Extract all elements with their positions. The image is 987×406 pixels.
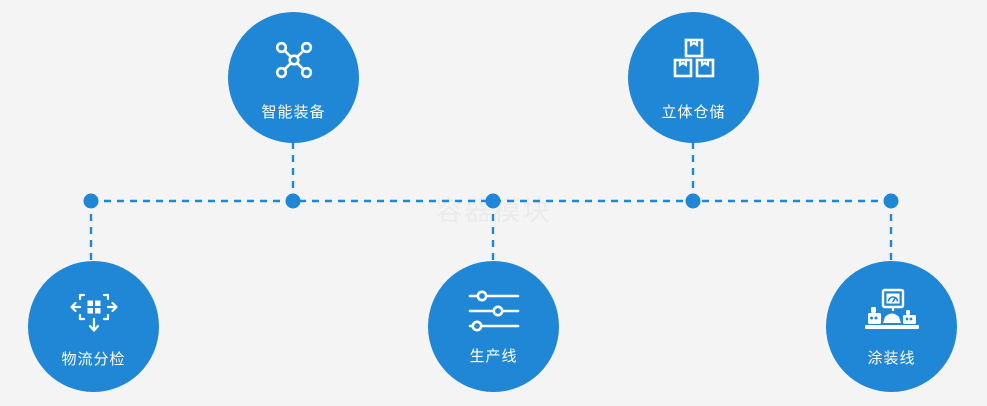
paint-machine-icon	[863, 287, 921, 335]
node-wuliu-fenjian[interactable]: 物流分检	[28, 261, 159, 392]
node-label-zhineng-zhuangbei: 智能装备	[261, 104, 326, 121]
node-zhineng-zhuangbei[interactable]: 智能装备	[228, 12, 359, 143]
junction-liti-cangchu[interactable]	[685, 193, 701, 209]
sorting-arrows-icon	[67, 286, 121, 336]
stacked-boxes-icon	[669, 35, 719, 85]
network-nodes-icon	[269, 35, 319, 85]
node-tuzhuangxian[interactable]: 涂装线	[826, 261, 957, 392]
junction-shengchanxian[interactable]	[485, 193, 501, 209]
junction-zhineng-zhuangbei[interactable]	[285, 193, 301, 209]
node-label-tuzhuangxian: 涂装线	[867, 350, 916, 367]
junction-wuliu-fenjian[interactable]	[83, 193, 99, 209]
node-label-liti-cangchu: 立体仓储	[661, 104, 726, 121]
node-label-shengchanxian: 生产线	[469, 348, 518, 365]
node-label-wuliu-fenjian: 物流分检	[61, 351, 126, 368]
node-liti-cangchu[interactable]: 立体仓储	[628, 12, 759, 143]
junction-tuzhuangxian[interactable]	[883, 193, 899, 209]
sliders-icon	[467, 289, 521, 333]
node-shengchanxian[interactable]: 生产线	[428, 261, 559, 392]
